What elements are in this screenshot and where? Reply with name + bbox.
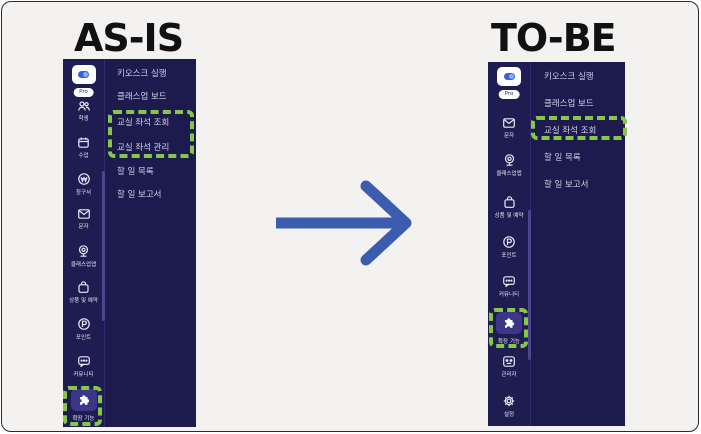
rail-item-label: 확장 기능 <box>72 416 95 422</box>
rail-item-label: 포인트 <box>501 253 517 259</box>
rail-item-label: 학생 <box>78 116 89 122</box>
rail-item-label: 커뮤니티 <box>73 372 94 378</box>
to-be-seat-menu-highlight <box>531 116 627 140</box>
users-icon <box>77 101 90 111</box>
gear-icon <box>503 395 515 407</box>
rail-item-label: 커뮤니티 <box>498 292 520 298</box>
rail-item-community[interactable]: 커뮤니티 <box>63 356 104 378</box>
rail-item-label: 청구서 <box>75 190 92 196</box>
rail-item-points[interactable]: 포인트 <box>63 318 104 341</box>
pro-badge: Pro <box>498 90 520 100</box>
rail-item-label: 수업 <box>78 153 89 159</box>
rail-scrollbar[interactable] <box>528 210 531 360</box>
menu-item-classup-board[interactable]: 클래스업 보드 <box>117 92 167 102</box>
chat-icon <box>503 276 515 287</box>
mail-icon <box>503 118 515 128</box>
rail-item-extensions[interactable]: 확장 기능 <box>488 312 530 345</box>
point-icon <box>77 318 90 330</box>
menu-item-classup-board[interactable]: 클래스업 보드 <box>544 99 594 109</box>
rail-item-label: 확장 기능 <box>498 339 520 345</box>
won-icon <box>77 173 90 185</box>
webcam-icon <box>78 245 89 257</box>
rail-item-invoices[interactable]: 청구서 <box>63 173 104 196</box>
rail-item-messages[interactable]: 문자 <box>488 118 530 139</box>
rail-item-label: 문자 <box>503 133 515 139</box>
active-tile <box>496 312 522 334</box>
rail-item-settings[interactable]: 설정 <box>488 395 530 418</box>
to-be-extension-highlight <box>489 308 528 348</box>
menu-item-todo-report[interactable]: 할 일 보고서 <box>544 180 589 190</box>
rail-item-label: 포인트 <box>75 335 92 341</box>
menu-item-seat-view[interactable]: 교실 좌석 조회 <box>117 118 170 128</box>
to-be-panel: Pro 문자 클래스업앱 상품 및 예약 포인트 <box>488 62 625 426</box>
rail-item-label: 클래스업앱 <box>496 171 522 177</box>
menu-item-seat-manage[interactable]: 교실 좌석 관리 <box>117 143 170 153</box>
as-is-panel: Pro 학생 수업 청구서 문자 <box>63 59 196 427</box>
to-be-rail: Pro 문자 클래스업앱 상품 및 예약 포인트 <box>488 62 531 426</box>
rail-item-products[interactable]: 상품 및 예약 <box>488 196 530 219</box>
menu-item-kiosk[interactable]: 키오스크 실행 <box>117 69 167 79</box>
admin-icon <box>503 356 515 367</box>
menu-item-kiosk[interactable]: 키오스크 실행 <box>544 72 594 82</box>
rail-item-classup-app[interactable]: 클래스업앱 <box>63 245 104 268</box>
bag-icon <box>503 196 515 208</box>
puzzle-icon <box>505 318 515 328</box>
rail-item-label: 상품 및 예약 <box>494 213 524 219</box>
rail-item-extensions[interactable]: 확장 기능 <box>63 389 104 422</box>
rail-item-messages[interactable]: 문자 <box>63 209 104 230</box>
rail-item-label: 상품 및 예약 <box>69 298 98 304</box>
app-logo-icon[interactable] <box>71 65 96 84</box>
menu-item-todo-list[interactable]: 할 일 목록 <box>117 167 154 177</box>
as-is-extension-highlight <box>63 386 102 426</box>
rail-scrollbar[interactable] <box>102 171 105 321</box>
active-tile <box>70 389 97 411</box>
rail-item-classup-app[interactable]: 클래스업앱 <box>488 154 530 177</box>
rail-item-students[interactable]: 학생 <box>63 101 104 122</box>
app-logo-icon[interactable] <box>497 67 521 86</box>
menu-item-seat-view[interactable]: 교실 좌석 조회 <box>544 126 597 136</box>
as-is-seat-menu-highlight <box>108 110 194 158</box>
rail-item-community[interactable]: 커뮤니티 <box>488 276 530 298</box>
webcam-icon <box>504 154 514 166</box>
rail-item-label: 클래스업앱 <box>70 262 97 268</box>
rail-item-products[interactable]: 상품 및 예약 <box>63 281 104 304</box>
pro-badge: Pro <box>73 88 94 98</box>
to-be-heading: TO-BE <box>491 16 617 60</box>
rail-item-points[interactable]: 포인트 <box>488 236 530 259</box>
rail-item-classes[interactable]: 수업 <box>63 137 104 159</box>
rail-item-label: 문자 <box>78 224 89 230</box>
rail-item-label: 설정 <box>503 412 515 418</box>
point-icon <box>503 236 515 248</box>
mail-icon <box>77 209 90 219</box>
bag-icon <box>78 281 89 293</box>
as-is-heading: AS-IS <box>74 16 184 60</box>
rail-item-label: 관리자 <box>501 372 517 378</box>
calendar-icon <box>78 137 89 148</box>
menu-item-todo-list[interactable]: 할 일 목록 <box>544 153 581 163</box>
right-arrow-icon <box>276 180 412 266</box>
rail-item-admin[interactable]: 관리자 <box>488 356 530 378</box>
as-is-rail: Pro 학생 수업 청구서 문자 <box>63 59 105 427</box>
menu-item-todo-report[interactable]: 할 일 보고서 <box>117 190 162 200</box>
chat-icon <box>77 356 90 367</box>
puzzle-icon <box>79 395 89 405</box>
